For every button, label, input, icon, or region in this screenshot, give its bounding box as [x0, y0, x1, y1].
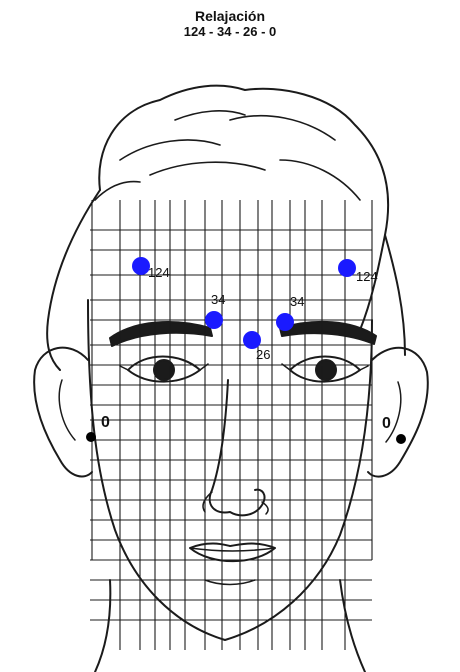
face-outline — [88, 300, 372, 640]
left-eyebrow — [110, 322, 212, 346]
hair-right-side — [385, 235, 405, 355]
point-ear-right — [396, 434, 406, 444]
label-ear-right: 0 — [382, 415, 391, 433]
right-ear — [368, 348, 428, 477]
nose — [210, 380, 265, 515]
point-brow-right — [276, 313, 294, 331]
label-ear-left: 0 — [101, 414, 110, 432]
label-brow-right: 34 — [290, 294, 304, 309]
point-forehead-right — [338, 259, 356, 277]
label-forehead-right: 124 — [356, 269, 378, 284]
label-nose-bridge: 26 — [256, 347, 270, 362]
hair-inner-line — [95, 182, 140, 200]
point-ear-left — [86, 432, 96, 442]
mouth — [190, 544, 275, 562]
point-brow-left — [205, 311, 223, 329]
label-brow-left: 34 — [211, 292, 225, 307]
label-forehead-left: 124 — [148, 265, 170, 280]
left-ear — [34, 348, 92, 477]
hair-strands — [120, 111, 360, 200]
neck — [95, 580, 365, 672]
